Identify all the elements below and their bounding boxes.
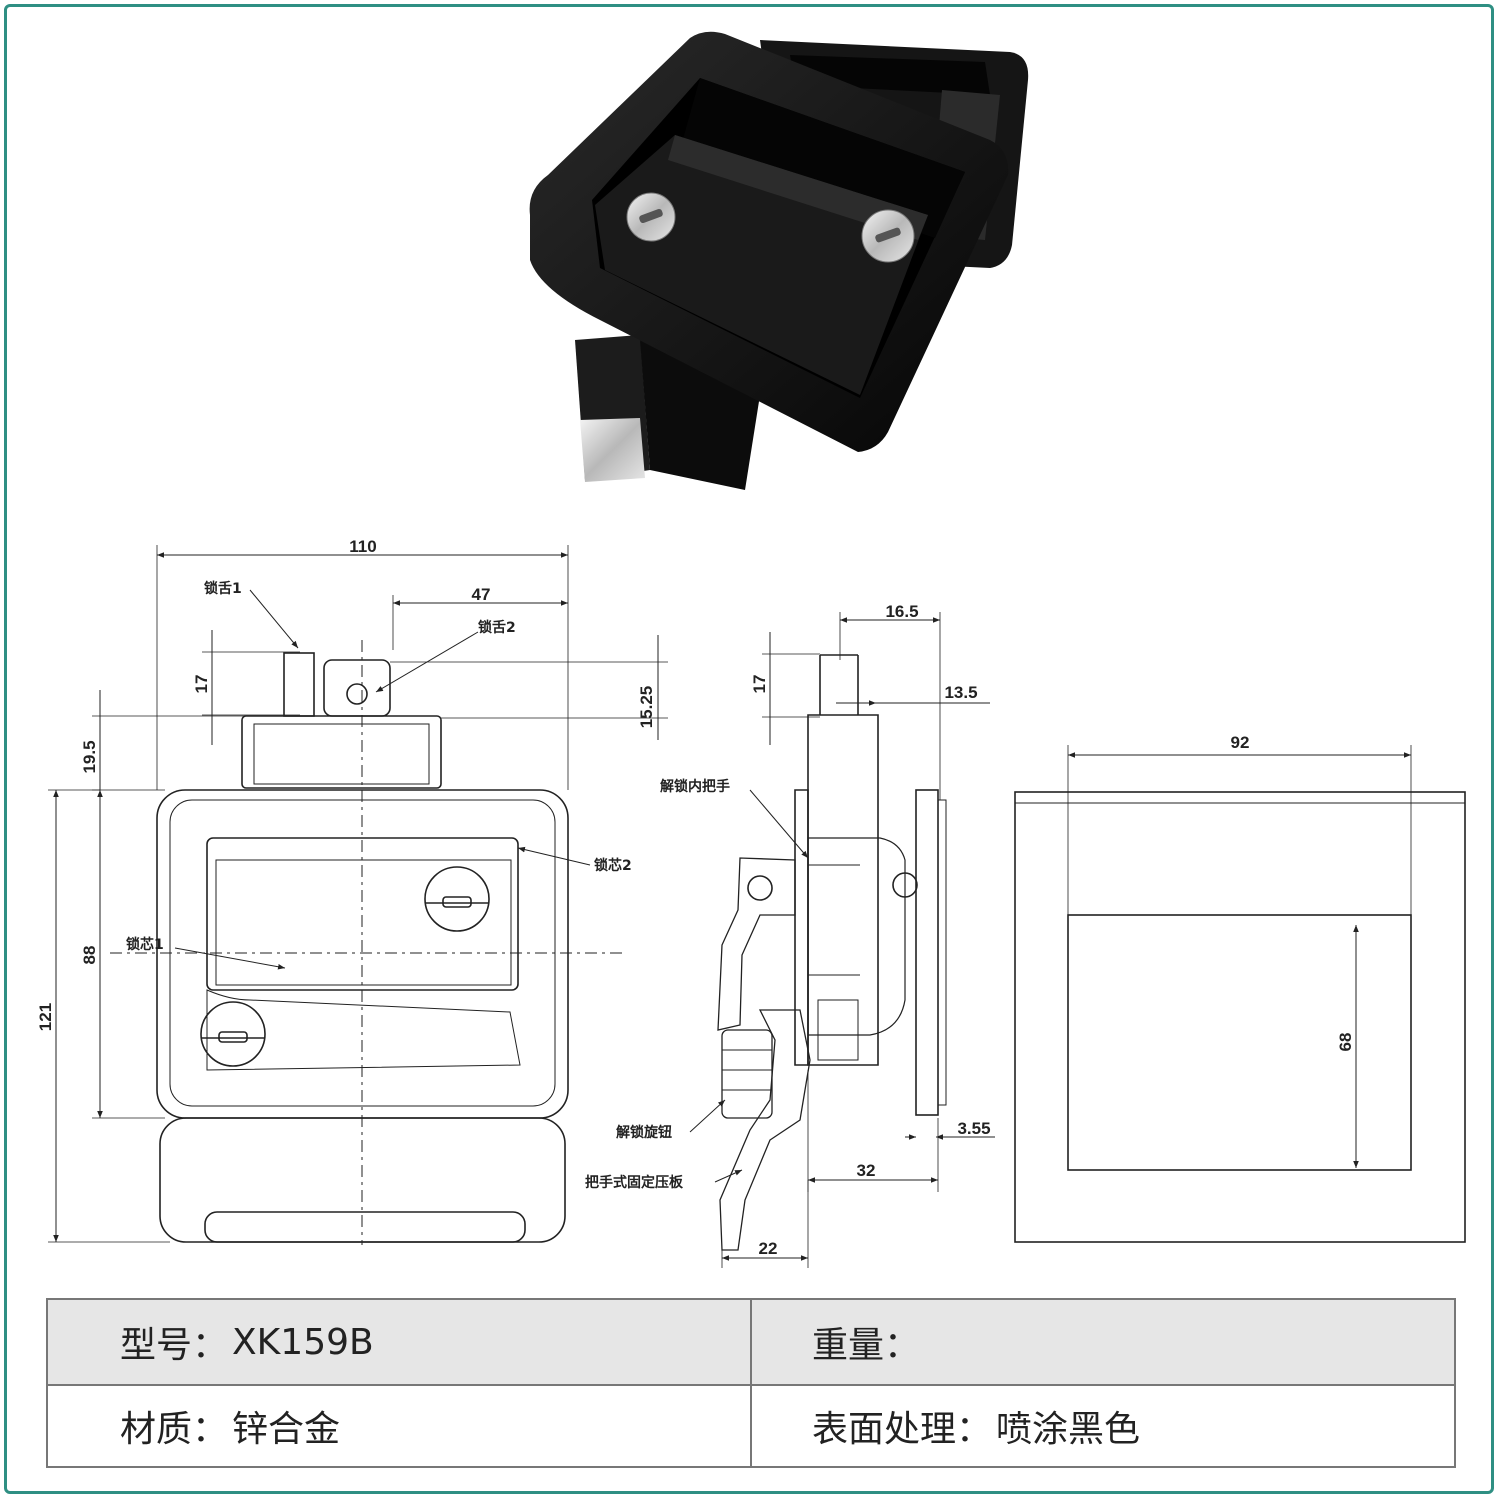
spec-material-label: 材质： <box>120 1409 229 1450</box>
spec-finish-value: 喷涂黑色 <box>996 1409 1141 1450</box>
dim-tongue1-height: 17 <box>192 675 211 694</box>
front-view <box>48 545 668 1245</box>
spec-weight-label: 重量： <box>812 1325 921 1366</box>
cutout-view <box>1014 745 1466 1243</box>
spec-model-value: XK159B <box>232 1321 374 1363</box>
dim-side-depth: 32 <box>857 1161 876 1180</box>
handle-pocket <box>680 78 965 238</box>
callout-tongue2: 锁舌2 <box>478 619 516 636</box>
latch-bolt <box>580 418 645 482</box>
callout-inner-handle: 解锁内把手 <box>660 778 730 795</box>
dim-front-width: 110 <box>349 537 376 556</box>
spec-model: 型号： XK159B <box>48 1300 752 1384</box>
side-view <box>689 612 995 1268</box>
dim-tongue2-height: 15.25 <box>637 686 656 729</box>
image-frame <box>4 4 1494 1494</box>
dim-plate-thickness: 3.55 <box>957 1119 990 1138</box>
spec-model-label: 型号： <box>120 1325 229 1366</box>
lock-cylinder-right <box>861 209 915 263</box>
dim-side-flange: 13.5 <box>944 683 977 702</box>
housing-body <box>640 340 760 490</box>
dim-total-height: 121 <box>36 1003 55 1031</box>
dim-side-top: 16.5 <box>885 602 918 621</box>
dim-side-height: 17 <box>750 675 769 694</box>
spec-material: 材质： 锌合金 <box>48 1384 752 1466</box>
spec-weight: 重量： <box>752 1300 1454 1384</box>
dim-top-offset: 19.5 <box>80 740 99 773</box>
lock-cylinder-left <box>626 192 676 242</box>
callout-knob: 解锁旋钮 <box>616 1124 672 1141</box>
callout-tongue1: 锁舌1 <box>204 580 242 597</box>
callout-core1: 锁芯1 <box>126 936 164 953</box>
dim-handle-depth: 22 <box>759 1239 778 1258</box>
spec-finish: 表面处理： 喷涂黑色 <box>752 1384 1454 1466</box>
spec-finish-label: 表面处理： <box>812 1409 993 1450</box>
dim-tongue2-offset: 47 <box>472 585 491 604</box>
spec-material-value: 锌合金 <box>232 1409 341 1450</box>
dim-face-height: 88 <box>80 946 99 965</box>
callout-core2: 锁芯2 <box>594 857 632 874</box>
dim-cutout-width: 92 <box>1231 733 1250 752</box>
product-photo <box>529 31 1029 490</box>
callout-plate: 把手式固定压板 <box>585 1174 684 1191</box>
dim-cutout-height: 68 <box>1336 1033 1355 1052</box>
spec-table: 型号： XK159B 重量： 材质： 锌合金 表面处理： 喷涂黑色 <box>46 1298 1456 1468</box>
paddle-top-edge <box>668 135 928 240</box>
